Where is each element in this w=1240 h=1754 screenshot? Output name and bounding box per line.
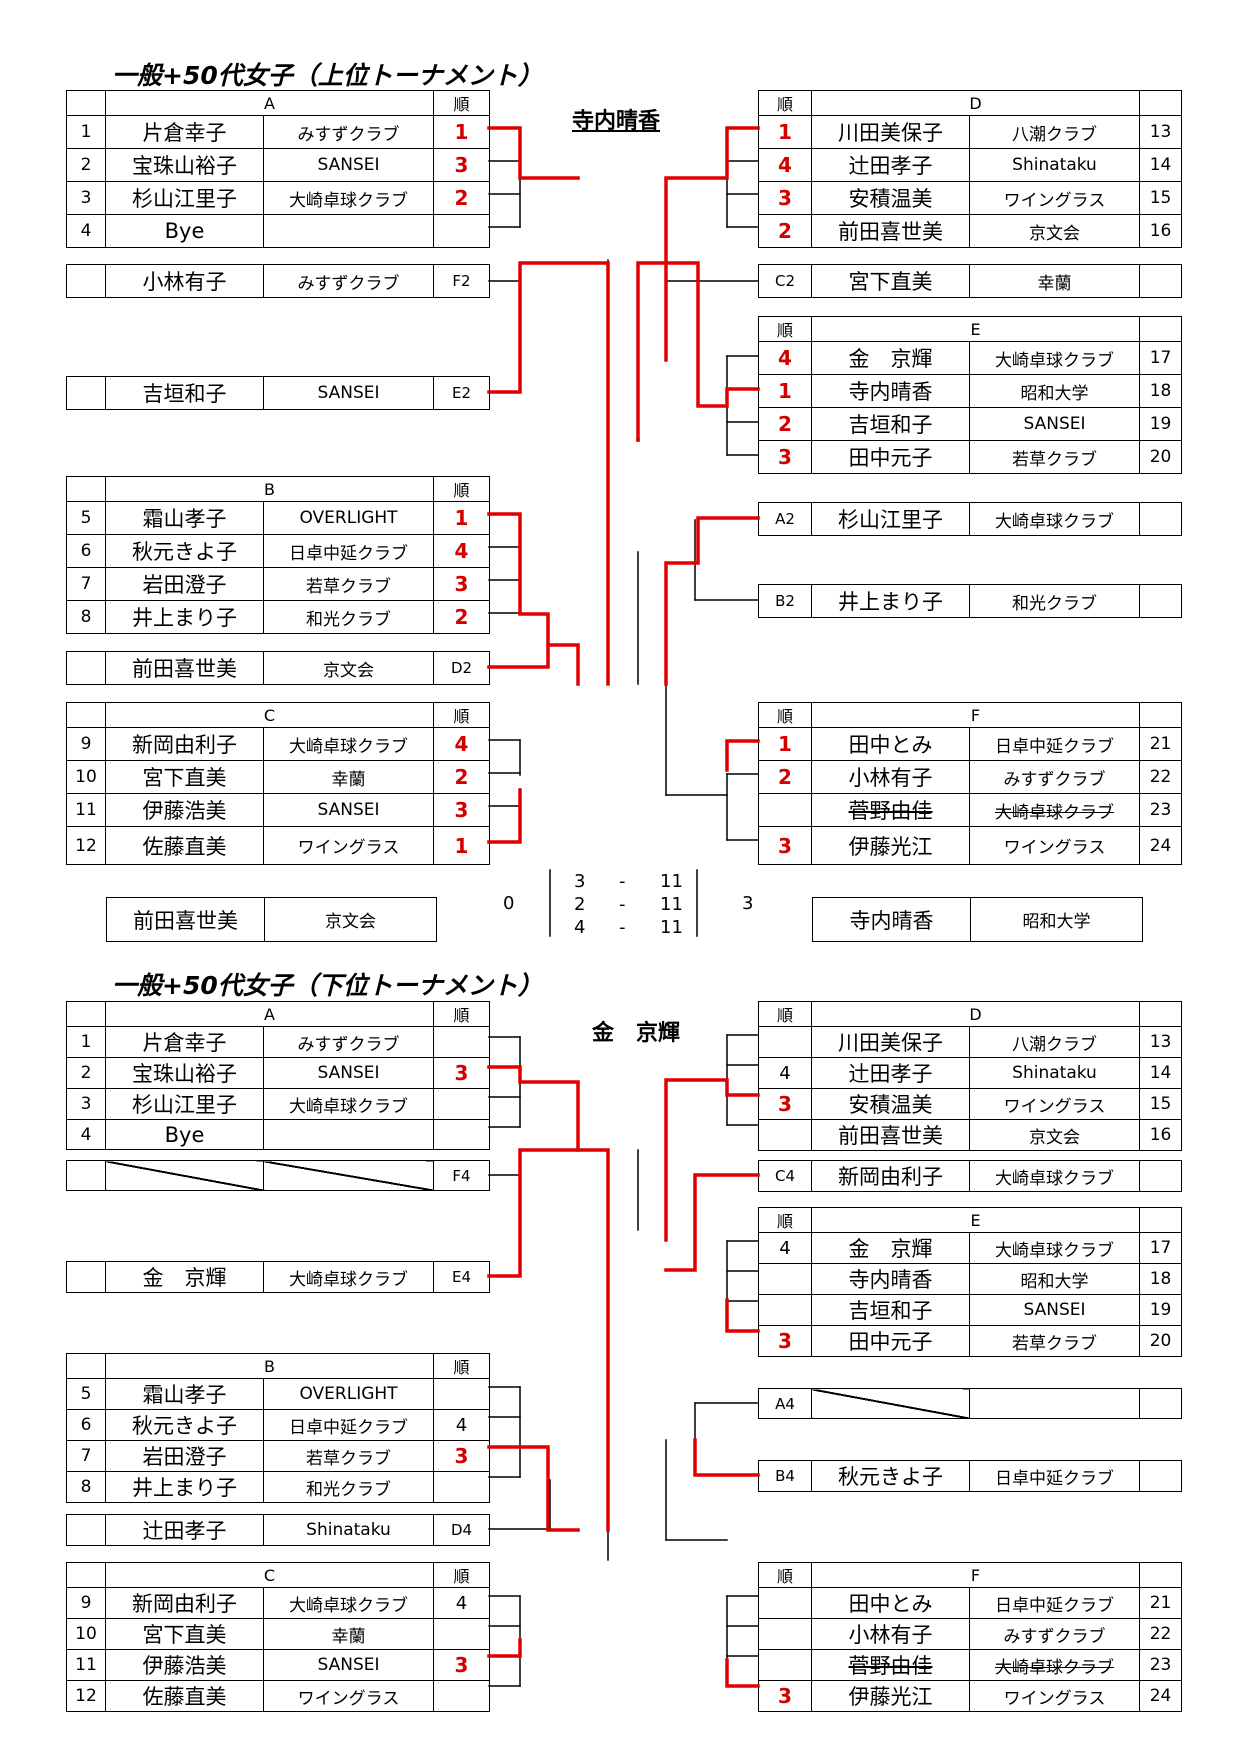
set-score-dash: -: [619, 871, 626, 892]
set-score-a: 2: [574, 894, 586, 915]
set-score-b: 11: [660, 894, 683, 915]
empty-slot: [263, 1160, 434, 1191]
lower-slot-a4: A4: [758, 1388, 1182, 1419]
upper-champion: 寺内晴香: [572, 109, 661, 134]
upper-final-right: 寺内晴香昭和大学: [812, 897, 1143, 942]
lower-champion: 金 京輝: [592, 1021, 681, 1046]
final-left-games: 0: [503, 893, 515, 914]
set-score-a: 3: [574, 871, 586, 892]
set-score-b: 11: [660, 917, 683, 938]
set-score-dash: -: [619, 894, 626, 915]
set-score-b: 11: [660, 871, 683, 892]
set-score-a: 4: [574, 917, 586, 938]
final-right-games: 3: [742, 893, 754, 914]
upper-final-left: 前田喜世美京文会: [106, 897, 437, 942]
lower-title: 一般+50代女子（下位トーナメント）: [112, 971, 543, 1000]
set-score-dash: -: [619, 917, 626, 938]
upper-title: 一般+50代女子（上位トーナメント）: [112, 61, 543, 90]
empty-slot: [811, 1388, 970, 1419]
lower-slot-f4: F4: [66, 1160, 490, 1191]
empty-slot: [105, 1160, 264, 1191]
